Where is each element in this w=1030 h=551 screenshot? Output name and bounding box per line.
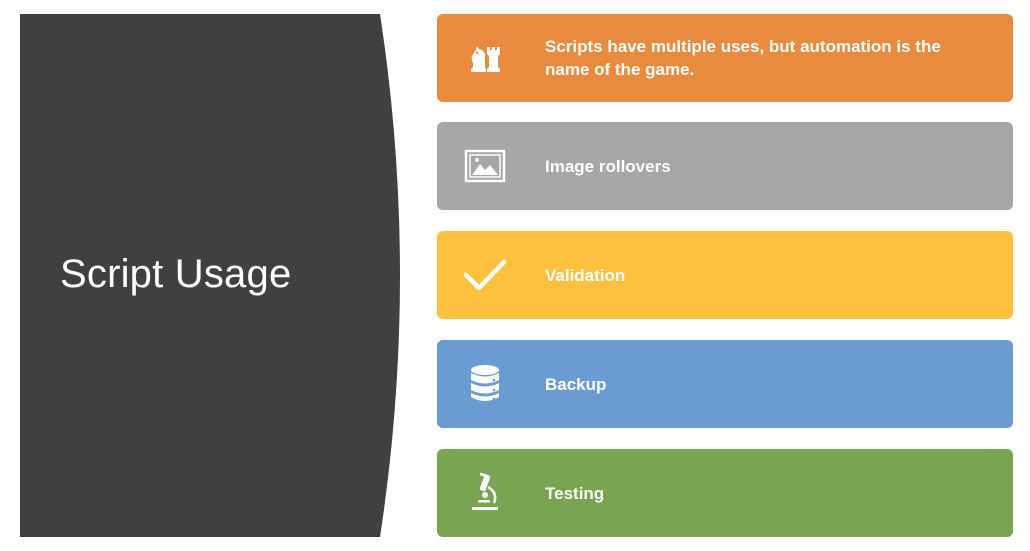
list-item-automation: Scripts have multiple uses, but automati… — [437, 14, 1013, 102]
slide-title: Script Usage — [60, 252, 292, 296]
list-item-label: Testing — [545, 483, 605, 503]
list-item-backup: Backup — [437, 340, 1013, 428]
list-item-label: Backup — [545, 374, 607, 394]
microscope-icon — [461, 469, 509, 517]
chess-pieces-icon — [461, 34, 509, 82]
list-item-label: Validation — [545, 265, 626, 285]
list-item-image-rollovers: Image rollovers — [437, 122, 1013, 210]
database-icon — [461, 360, 509, 408]
list-item-label: Scripts have multiple uses, but automati… — [545, 37, 941, 79]
title-panel-shape — [20, 14, 400, 537]
list-item-label: Image rollovers — [545, 156, 671, 176]
checkmark-icon — [461, 251, 509, 299]
list-item-testing: Testing — [437, 449, 1013, 537]
list-item-validation: Validation — [437, 231, 1013, 319]
title-panel: Script Usage — [20, 14, 415, 537]
image-icon — [461, 142, 509, 190]
